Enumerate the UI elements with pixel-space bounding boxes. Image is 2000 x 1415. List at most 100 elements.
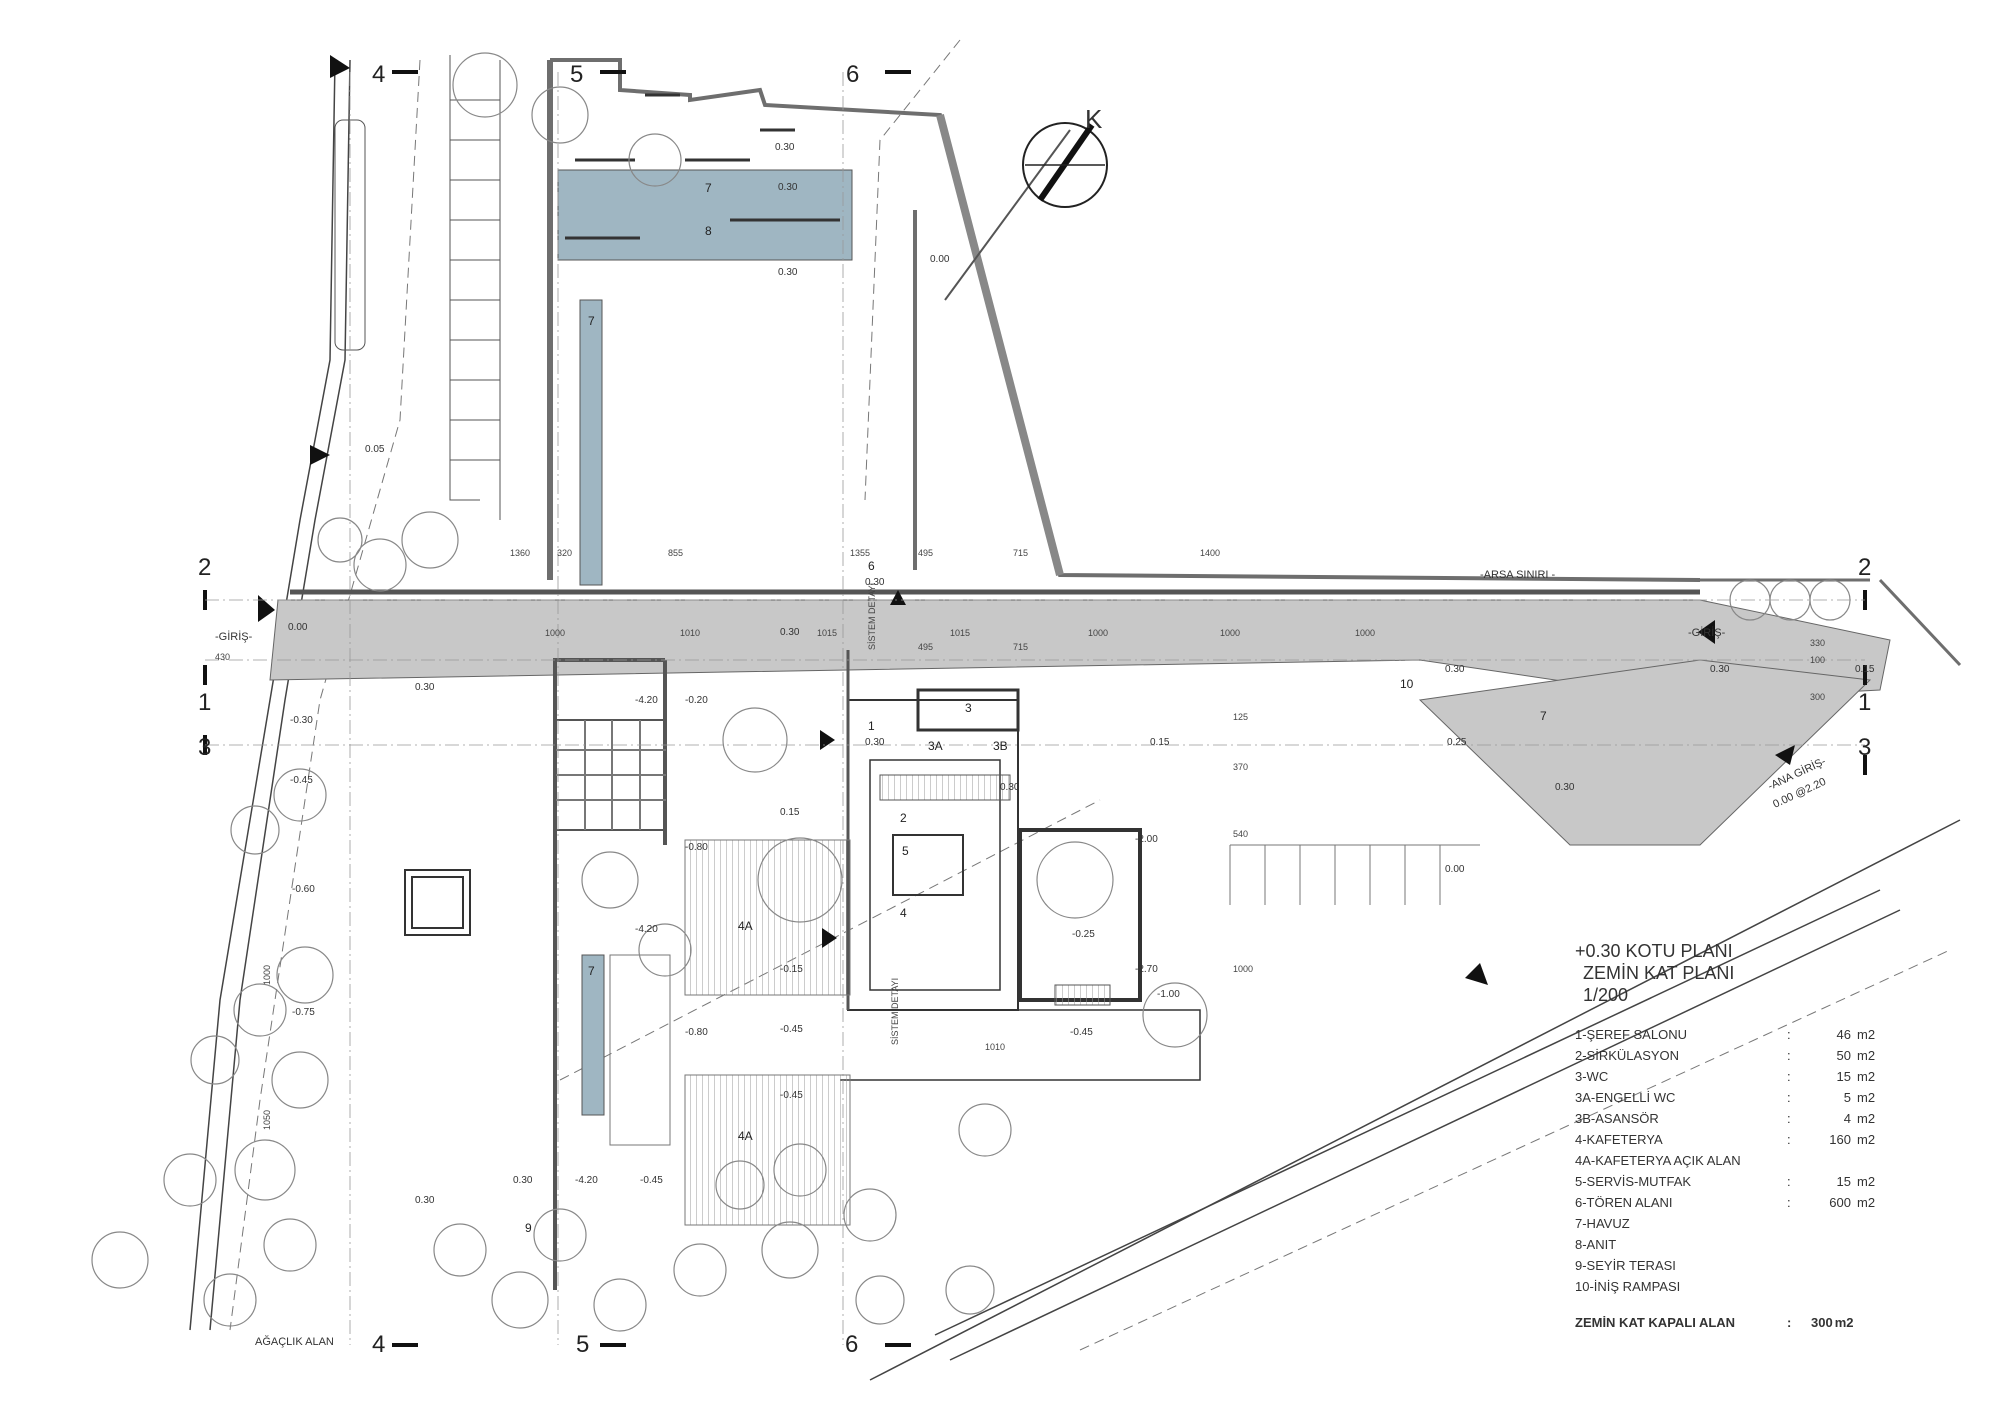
legend-item-unit: m2 <box>1857 1195 1876 1210</box>
level-mark: 0.30 <box>1000 782 1020 793</box>
dimension: 1400 <box>1200 548 1220 558</box>
axis-label-6-top: 6 <box>846 61 859 88</box>
dimension: 855 <box>668 548 683 558</box>
legend-item-colon: : <box>1787 1090 1791 1105</box>
legend-item-area <box>1811 1150 1857 1171</box>
plan-scale: 1/200 <box>1583 985 1629 1005</box>
legend-item-name: 1-ŞEREF SALONU <box>1575 1027 1687 1042</box>
level-mark: 0.30 <box>1555 782 1575 793</box>
axis-label-5-bottom: 5 <box>576 1331 589 1358</box>
level-mark: 0.30 <box>780 627 800 638</box>
legend-item-area: 50 <box>1836 1048 1851 1063</box>
arsa-siniri-label: -ARSA SINIRI - <box>1480 569 1556 581</box>
legend-panel: +0.30 KOTU PLANI ZEMİN KAT PLANI 1/200 1… <box>1575 940 1955 1330</box>
axis-label-4-bottom: 4 <box>372 1331 385 1358</box>
level-mark: -2.00 <box>1135 834 1158 845</box>
room-6: 6 <box>868 559 875 573</box>
legend-item-colon: : <box>1787 1132 1791 1147</box>
legend-item: 10-İNİŞ RAMPASI <box>1575 1276 1955 1297</box>
axis-label-5-top: 5 <box>570 61 583 88</box>
dimension: 1000 <box>1220 628 1240 638</box>
pool-lower <box>581 954 605 1116</box>
north-arrow-icon <box>1022 122 1108 208</box>
plan-title-level: +0.30 KOTU PLANI <box>1575 941 1733 961</box>
legend-item: 9-SEYİR TERASI <box>1575 1255 1955 1276</box>
legend-item-unit: m2 <box>1857 1090 1876 1105</box>
level-mark: -0.75 <box>292 1007 315 1018</box>
total-area: ZEMİN KAT KAPALI ALAN : 300 m2 <box>1575 1315 1955 1330</box>
room-8: 8 <box>705 224 712 238</box>
legend-item-colon: : <box>1787 1111 1791 1126</box>
plan-title-floor: ZEMİN KAT PLANI <box>1583 963 1735 983</box>
level-mark: 0.00 <box>288 622 308 633</box>
dimension: 1010 <box>680 628 700 638</box>
level-mark: -0.45 <box>780 1090 803 1101</box>
total-area-label: ZEMİN KAT KAPALI ALAN <box>1575 1315 1736 1330</box>
legend-item-area: 4 <box>1843 1111 1851 1126</box>
legend-item-area: 15 <box>1836 1174 1851 1189</box>
level-mark: -1.00 <box>1157 989 1180 1000</box>
room-3: 3 <box>965 701 972 715</box>
axis-label-3-right: 3 <box>1858 734 1871 761</box>
room-10: 10 <box>1400 677 1414 691</box>
legend-item-unit: m2 <box>1857 1069 1876 1084</box>
legend-item-name: 4A-KAFETERYA AÇIK ALAN <box>1575 1153 1741 1168</box>
dimension: 125 <box>1233 712 1248 722</box>
level-mark: -0.45 <box>640 1175 663 1186</box>
sistem-detayi-label-2: SİSTEM DETAYI <box>890 978 900 1045</box>
trees <box>91 52 1851 1332</box>
monument-bars <box>565 93 840 240</box>
dimension: 495 <box>918 548 933 558</box>
axis-label-2-right: 2 <box>1858 554 1871 581</box>
legend-item-name: 2-SİRKÜLASYON <box>1575 1048 1680 1063</box>
level-mark: -0.15 <box>780 964 803 975</box>
total-area-colon: : <box>1787 1315 1792 1330</box>
dimension: 1355 <box>850 548 870 558</box>
level-mark: 0.30 <box>1710 664 1730 675</box>
dimension: 540 <box>1233 829 1248 839</box>
level-mark: -0.80 <box>685 842 708 853</box>
legend-item-name: 3-WC <box>1575 1069 1609 1084</box>
legend-item-name: 9-SEYİR TERASI <box>1575 1258 1676 1273</box>
level-mark: -0.60 <box>292 884 315 895</box>
level-mark: 0.30 <box>778 267 798 278</box>
legend-item-unit <box>1857 1150 1887 1171</box>
axis-label-2-left: 2 <box>198 554 211 581</box>
legend-item: 4A-KAFETERYA AÇIK ALAN <box>1575 1150 1955 1171</box>
legend-item: 8-ANIT <box>1575 1234 1955 1255</box>
level-mark: 0.30 <box>415 1195 435 1206</box>
level-mark: 0.00 <box>930 254 950 265</box>
dimension: 495 <box>918 642 933 652</box>
legend-item-name: 5-SERVİS-MUTFAK <box>1575 1174 1692 1189</box>
level-mark: 0.15 <box>1150 737 1170 748</box>
dimension: 1050 <box>262 1110 272 1130</box>
level-mark: 0.00 <box>1445 864 1465 875</box>
legend-item-unit: m2 <box>1857 1132 1876 1147</box>
total-area-unit: m2 <box>1834 1315 1854 1330</box>
legend-item-name: 8-ANIT <box>1575 1237 1617 1252</box>
level-mark: 0.30 <box>865 737 885 748</box>
legend-item-colon: : <box>1787 1195 1791 1210</box>
pool-channel <box>579 299 603 586</box>
level-mark: -0.45 <box>290 775 313 786</box>
parking-east <box>1229 844 1480 905</box>
legend-item-colon: : <box>1787 1027 1791 1042</box>
level-mark: 0.30 <box>865 577 885 588</box>
legend-item-name: 7-HAVUZ <box>1575 1216 1630 1231</box>
agaclik-alan-label: AĞAÇLIK ALAN <box>255 1335 334 1348</box>
dimension: 300 <box>1810 692 1825 702</box>
legend-item-area: 5 <box>1843 1090 1851 1105</box>
legend-item-area: 46 <box>1836 1027 1851 1042</box>
dimension: 430 <box>215 652 230 662</box>
sistem-detayi-label-1: SİSTEM DETAYI <box>867 583 877 650</box>
room-9: 9 <box>525 1221 532 1235</box>
legend-item-colon <box>1787 1255 1811 1276</box>
